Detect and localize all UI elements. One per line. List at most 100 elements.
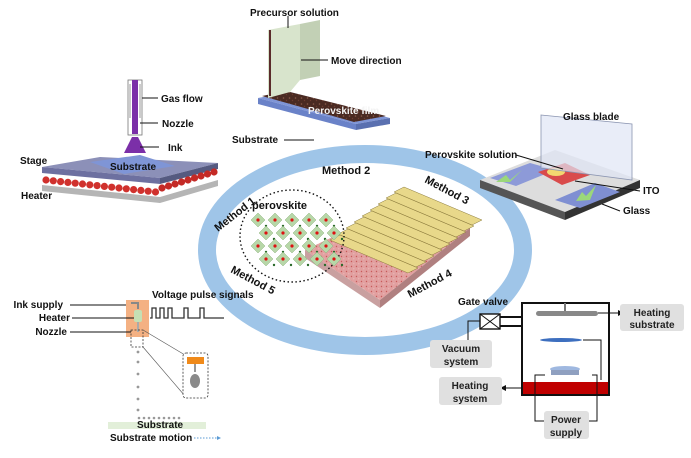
arrow-right <box>576 185 596 201</box>
substrate-label-2: Substrate <box>232 135 279 146</box>
heater-ball <box>93 182 101 190</box>
heating-substrate-label-1: Heating <box>634 308 671 319</box>
ink-drop <box>167 416 171 420</box>
blade-label: Glass blade <box>563 112 620 123</box>
ink-label: Ink <box>168 143 183 154</box>
nozzle <box>132 80 138 134</box>
ink-drop <box>136 372 140 376</box>
b-site-atom <box>281 257 285 261</box>
method5-inkjet-printing: Ink supply Heater Nozzle Voltage pulse s… <box>14 290 254 444</box>
b-site-atom <box>298 257 302 261</box>
ink-drop <box>172 416 176 420</box>
shutter <box>540 338 582 342</box>
b-site-atom <box>307 244 311 248</box>
method2-slot-die: Precursor solution Move direction Perovs… <box>232 8 402 146</box>
substrate-label-1: Substrate <box>110 162 157 173</box>
ink-drop <box>147 416 151 420</box>
b-site-atom <box>332 231 336 235</box>
power-label-1: Power <box>551 415 581 426</box>
method1-spray-coating: Gas flow Nozzle Ink Stage Substrate Heat… <box>20 79 218 203</box>
vacuum-system-box <box>430 340 492 368</box>
voltage-label: Voltage pulse signals <box>152 290 254 301</box>
heater-base <box>42 180 218 203</box>
b-site-atom <box>324 244 328 248</box>
a-site-atom <box>340 237 344 241</box>
ink-drop <box>162 416 166 420</box>
gold-electrodes <box>329 186 483 274</box>
heater-ball <box>158 184 166 192</box>
heating-system-label-1: Heating <box>452 381 489 392</box>
ink-drop <box>157 416 161 420</box>
move-direction-label: Move direction <box>331 56 402 67</box>
droplet <box>190 374 200 388</box>
heating-substrate-box <box>620 304 684 331</box>
gate-valve-label: Gate valve <box>458 297 508 308</box>
ring-band <box>198 145 532 355</box>
voltage-pulse-waveform <box>150 307 224 319</box>
nozzle-label: Nozzle <box>162 119 194 130</box>
power-label-2: supply <box>550 428 583 439</box>
a-site-atom <box>340 263 344 267</box>
heating-substrate-disk <box>536 311 598 316</box>
heater-ball <box>130 186 138 194</box>
precursor-label: Precursor solution <box>250 8 339 19</box>
gas-flow-label: Gas flow <box>161 94 203 105</box>
heater-ball <box>177 178 186 186</box>
method-2-label: Method 2 <box>322 165 370 177</box>
a-site-atom <box>289 263 293 267</box>
heater-ball <box>86 181 94 189</box>
arrow-left <box>496 170 522 182</box>
power-supply-box <box>544 411 589 439</box>
droplet-trail <box>136 350 181 420</box>
method3-blade-coating: Glass blade Perovskite solution ITO Glas… <box>425 112 660 220</box>
ink-drop <box>136 350 140 354</box>
perovskite-crystal: perovskite <box>239 189 345 283</box>
b-site-atom <box>281 231 285 235</box>
ink-drop <box>177 416 181 420</box>
heating-system-label-2: system <box>453 394 488 405</box>
b-site-atom <box>315 257 319 261</box>
ink-drop <box>152 416 156 420</box>
nozzle-label-5: Nozzle <box>35 327 67 338</box>
coating-head <box>268 24 300 98</box>
solar-cell-device <box>305 186 483 308</box>
ink-drop <box>136 408 140 412</box>
heater-ball <box>151 188 160 196</box>
b-site-atom <box>315 231 319 235</box>
inkjet-substrate <box>108 422 206 429</box>
heater-label: Heater <box>21 191 52 202</box>
perovskite-film <box>262 91 386 122</box>
heating-substrate-label-2: substrate <box>629 320 674 331</box>
b-site-atom <box>324 218 328 222</box>
heater-elements <box>42 168 218 196</box>
ink-supply-label: Ink supply <box>14 300 64 311</box>
b-site-atom <box>290 244 294 248</box>
a-site-atom <box>323 263 327 267</box>
electrode-strip <box>369 204 459 244</box>
b-site-atom <box>332 257 336 261</box>
glass-label: Glass <box>623 206 651 217</box>
ink-drop <box>142 416 146 420</box>
b-site-atom <box>298 231 302 235</box>
ink-drop <box>136 385 140 389</box>
heater-element <box>134 310 142 322</box>
ink-drop <box>136 397 140 401</box>
ito-label: ITO <box>643 186 660 197</box>
b-site-atom <box>307 218 311 222</box>
b-site-atom <box>256 244 260 248</box>
heater-label-5: Heater <box>39 313 70 324</box>
heater-ball <box>171 180 179 188</box>
octahedra-grid <box>250 212 344 267</box>
heater-ball <box>108 183 116 191</box>
heater-ball <box>115 184 123 192</box>
heater-ball <box>100 182 108 190</box>
heater-ball <box>64 178 72 186</box>
electrode-strip <box>385 192 475 232</box>
electrode-strip <box>393 186 483 226</box>
film-label: Perovskite film <box>308 106 379 117</box>
heater-ball <box>42 176 50 184</box>
electrode-strip <box>361 210 451 250</box>
crystal-outline <box>239 189 345 283</box>
zoom-window <box>130 329 144 348</box>
